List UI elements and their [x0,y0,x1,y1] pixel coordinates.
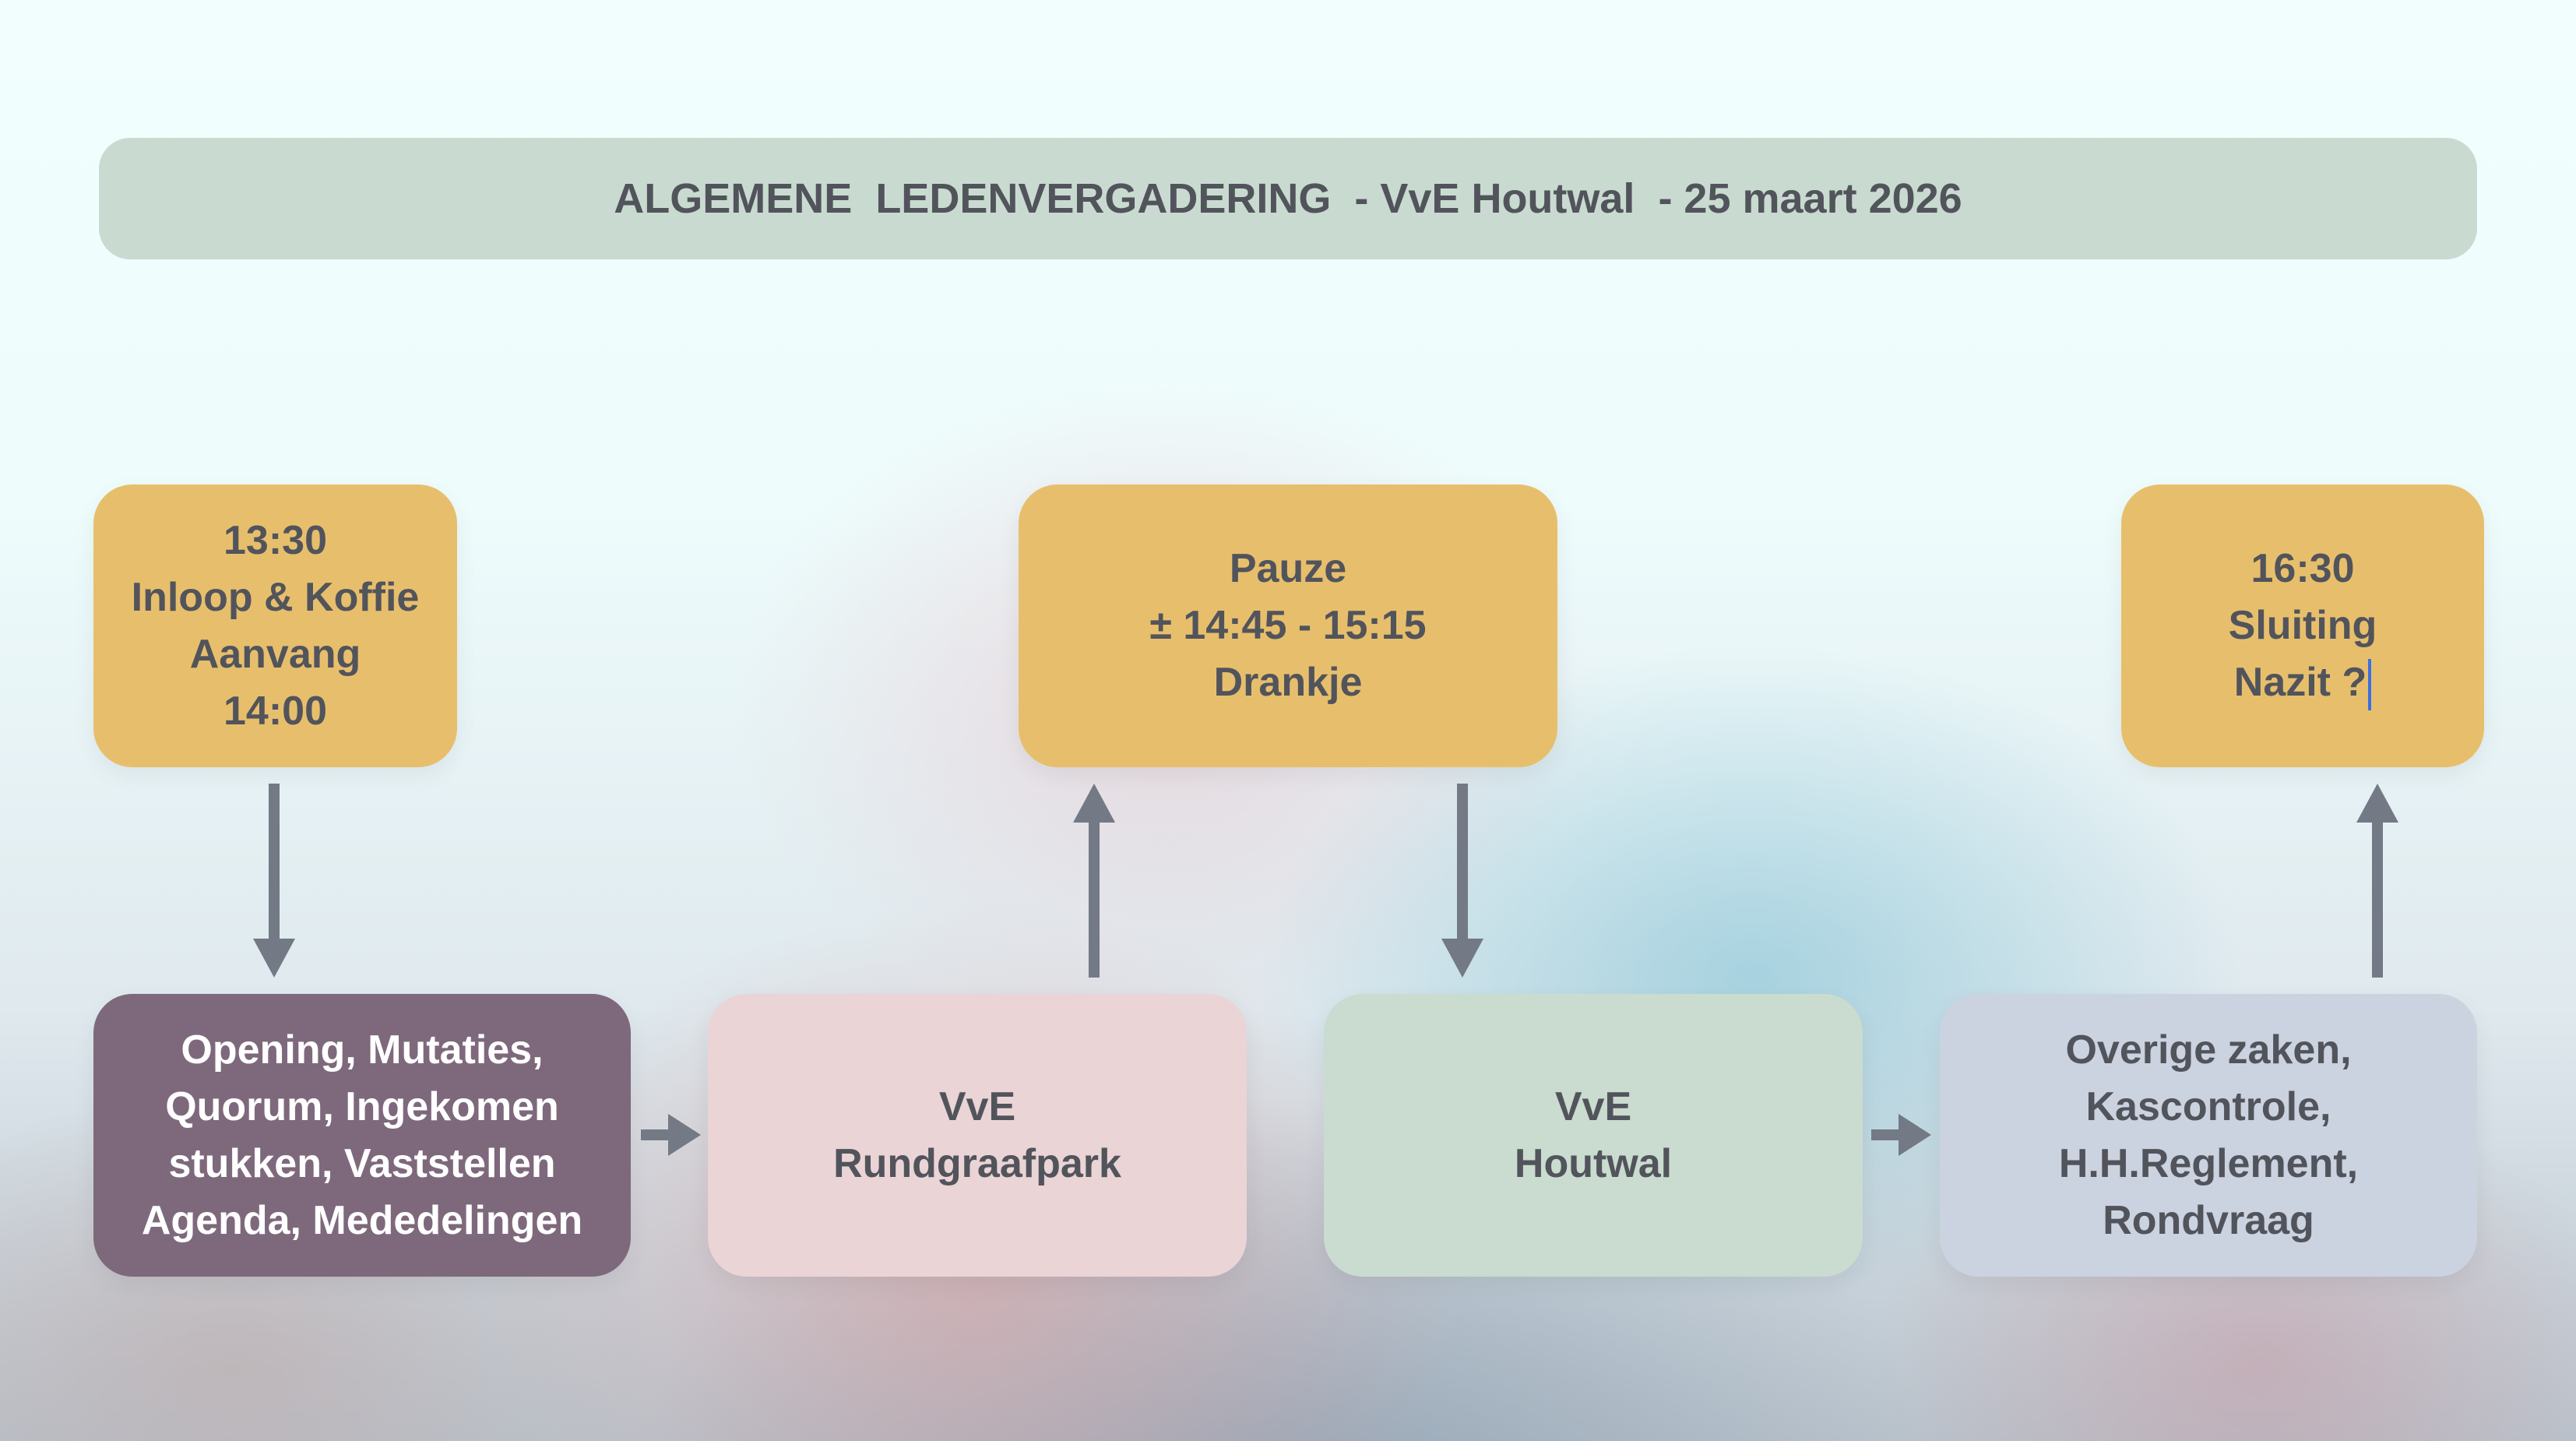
line[interactable]: Nazit ? [2233,660,2367,705]
page-title: ALGEMENE LEDENVERGADERING - VvE Houtwal … [99,138,2477,259]
text-cursor [2368,659,2372,711]
line: Rondvraag [2103,1197,2314,1243]
other-box: Overige zaken, Kascontrole, H.H.Reglemen… [1940,994,2477,1277]
houtwal-box: VvE Houtwal [1324,994,1863,1277]
start-box: 13:30 Inloop & Koffie Aanvang 14:00 [93,484,457,767]
line: Kascontrole, [2085,1083,2331,1129]
line: 14:00 [223,688,327,734]
opening-box: Opening, Mutaties, Quorum, Ingekomen stu… [93,994,631,1277]
line: Quorum, Ingekomen [165,1083,559,1129]
closing-box[interactable]: 16:30 Sluiting Nazit ? [2121,484,2484,767]
line: VvE [1554,1083,1632,1129]
pause-box: Pauze ± 14:45 - 15:15 Drankje [1019,484,1557,767]
line: Rundgraafpark [833,1140,1121,1186]
line: Houtwal [1514,1140,1673,1186]
line: Agenda, Mededelingen [141,1197,583,1243]
line: Sluiting [2228,603,2377,648]
line: Overige zaken, [2065,1027,2352,1073]
line: ± 14:45 - 15:15 [1149,603,1427,648]
line: Drankje [1213,660,1363,705]
line: 16:30 [2250,546,2355,591]
line: stukken, Vaststellen [168,1140,556,1186]
rundgraafpark-box: VvE Rundgraafpark [708,994,1247,1277]
line: 13:30 [223,517,327,563]
line: Aanvang [189,631,361,677]
line: Pauze [1229,546,1347,591]
line: Opening, Mutaties, [181,1027,544,1073]
line: H.H.Reglement, [2058,1140,2359,1186]
line: Inloop & Koffie [131,574,420,620]
line: VvE [938,1083,1016,1129]
